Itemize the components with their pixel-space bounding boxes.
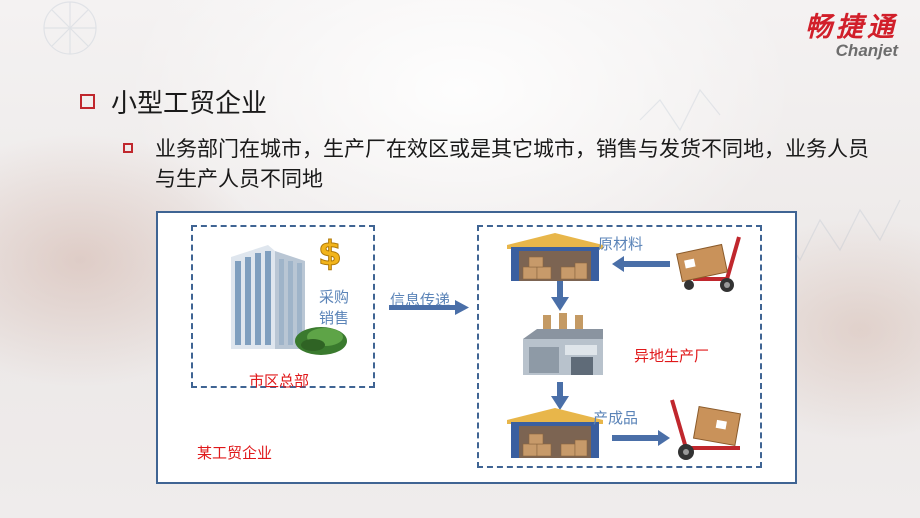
factory-icon (517, 311, 609, 381)
brand-logo: 畅捷通 Chanjet (805, 12, 898, 60)
dollar-icon: $ (318, 234, 343, 274)
finished-product-label: 产成品 (593, 409, 639, 427)
factory-dashed-box (477, 225, 762, 468)
brand-name-cn: 畅捷通 (805, 12, 898, 43)
hq-dashed-box (191, 225, 375, 388)
hq-label: 市区总部 (249, 372, 310, 390)
bullet-text: 业务部门在城市，生产厂在效区或是其它城市，销售与发货不同地，业务人员与生产人员不… (155, 137, 869, 191)
arrow-left-icon (612, 256, 670, 272)
sales-label: 销售 (319, 309, 350, 327)
heading-text: 小型工贸企业 (111, 89, 268, 119)
info-transfer-label: 信息传递 (390, 291, 451, 309)
brand-name-en: Chanjet (835, 41, 898, 60)
office-building-icon (213, 237, 347, 361)
arrow-right-icon (612, 430, 670, 446)
arrow-right-icon (389, 300, 469, 315)
warehouse-icon (507, 233, 603, 281)
square-bullet-icon (80, 94, 95, 109)
warehouse-icon (507, 408, 603, 458)
arrow-down-icon (551, 382, 569, 410)
arrow-down-icon (551, 281, 569, 311)
raw-material-label: 原材料 (598, 235, 644, 253)
svg-text:$: $ (318, 234, 342, 273)
factory-label: 异地生产厂 (634, 347, 710, 365)
small-square-bullet-icon (123, 143, 133, 153)
bullet-item: 业务部门在城市，生产厂在效区或是其它城市，销售与发货不同地，业务人员与生产人员不… (123, 134, 883, 194)
purchase-label: 采购 (319, 288, 350, 306)
company-label: 某工贸企业 (197, 444, 273, 462)
slide-heading: 小型工贸企业 (80, 83, 267, 120)
hand-truck-icon (675, 236, 741, 292)
hand-truck-icon (670, 399, 742, 460)
